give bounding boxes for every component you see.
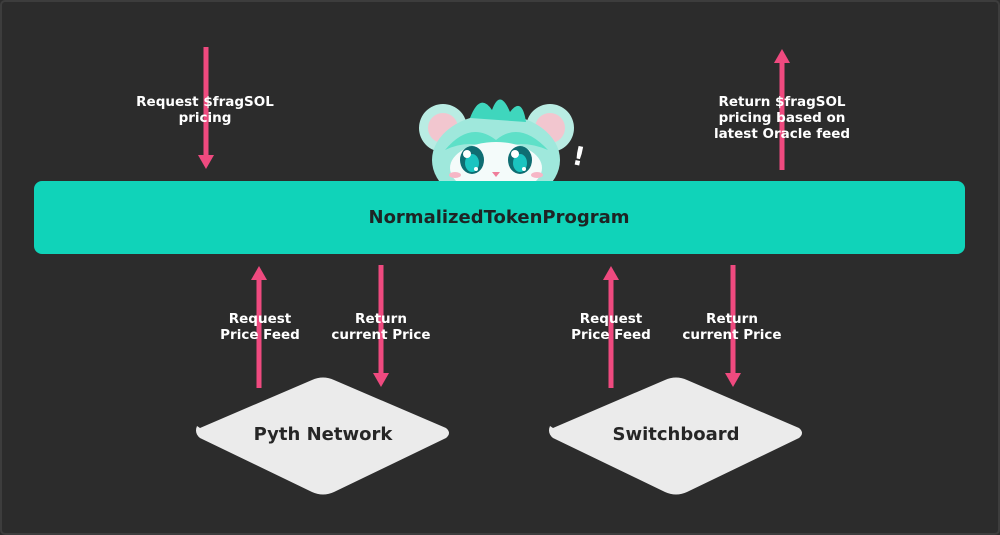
oracle-pyth-request-label-line1: Request xyxy=(229,311,292,327)
oracle-pyth-return-arrow xyxy=(373,265,389,387)
top-response-label-line2: pricing based on xyxy=(719,110,846,126)
oracle-switchboard-request-label-line2: Price Feed xyxy=(571,327,651,343)
top-response-label-line1: Return $fragSOL xyxy=(718,94,845,110)
oracle-pyth-return-label-line1: Return xyxy=(355,311,407,327)
oracle-switchboard-return-arrow xyxy=(725,265,741,387)
oracle-pyth-node xyxy=(196,377,449,495)
top-request-arrow xyxy=(198,47,214,169)
oracle-pyth-request-arrow xyxy=(251,266,267,388)
top-response-label-line3: latest Oracle feed xyxy=(714,126,850,142)
top-request-label-line1: Request $fragSOL xyxy=(136,94,274,110)
oracle-switchboard-request-arrow xyxy=(603,266,619,388)
oracle-switchboard-return-label-line1: Return xyxy=(706,311,758,327)
program-bar-label: NormalizedTokenProgram xyxy=(369,207,630,228)
oracle-switchboard-request-label-line1: Request xyxy=(580,311,643,327)
oracle-switchboard-return-label-line2: current Price xyxy=(682,327,781,343)
program-bar xyxy=(34,181,965,254)
oracle-switchboard-node-label: Switchboard xyxy=(612,424,739,445)
oracle-pyth-request-label-line2: Price Feed xyxy=(220,327,300,343)
top-response-arrow xyxy=(774,49,790,170)
oracle-pyth-node-label: Pyth Network xyxy=(254,424,394,445)
oracle-pyth-return-label-line2: current Price xyxy=(331,327,430,343)
top-request-label-line2: pricing xyxy=(179,110,232,126)
oracle-switchboard-node xyxy=(549,377,802,495)
